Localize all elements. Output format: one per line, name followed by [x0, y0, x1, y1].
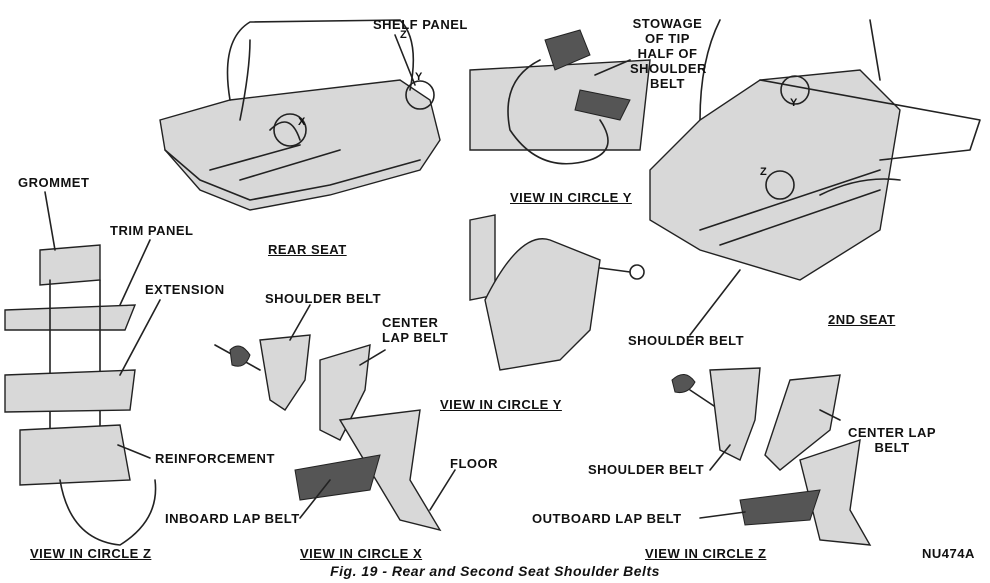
circle-z-left-illustration [4, 244, 157, 546]
label-stowage: STOWAGE OF TIP HALF OF SHOULDER BELT [630, 16, 707, 91]
leader-lines [44, 34, 841, 519]
label-extension: EXTENSION [145, 282, 225, 297]
label-grommet: GROMMET [18, 175, 90, 190]
label-line: OF TIP [645, 31, 690, 46]
label-inboard-lap-belt: INBOARD LAP BELT [165, 511, 300, 526]
label-view-circle-x: VIEW IN CIRCLE X [300, 546, 423, 561]
label-shoulder-belt-x: SHOULDER BELT [265, 291, 382, 306]
figure-caption: Fig. 19 - Rear and Second Seat Shoulder … [330, 563, 660, 579]
marker-z-2: Z [760, 166, 768, 178]
marker-z: Z [400, 29, 408, 41]
label-line: HALF OF [637, 46, 698, 61]
label-reinforcement: REINFORCEMENT [155, 451, 275, 466]
rear-seat-illustration [159, 19, 441, 211]
label-2nd-seat: 2ND SEAT [828, 312, 896, 327]
circle-z-right-illustration [671, 367, 872, 546]
marker-y-2: Y [415, 71, 423, 83]
label-shoulder-belt-z: SHOULDER BELT [588, 462, 705, 477]
label-center-lap-belt-z: CENTER LAP BELT [848, 425, 936, 455]
circle-y-top-illustration [469, 29, 651, 165]
label-trim-panel: TRIM PANEL [110, 223, 194, 238]
label-line: LAP BELT [382, 330, 449, 345]
label-center-lap-belt-x: CENTER LAP BELT [382, 315, 448, 345]
label-line: BELT [874, 440, 910, 455]
label-view-circle-y-top: VIEW IN CIRCLE Y [510, 190, 632, 205]
label-line: CENTER LAP [848, 425, 937, 440]
figure-code: NU474A [922, 546, 975, 561]
circle-y-mid-illustration [469, 214, 645, 371]
label-view-circle-z-right: VIEW IN CIRCLE Z [645, 546, 767, 561]
label-floor: FLOOR [450, 456, 498, 471]
circle-x-illustration [214, 334, 442, 532]
label-line: STOWAGE [632, 16, 703, 31]
label-line: CENTER [382, 315, 439, 330]
label-line: SHOULDER [630, 61, 707, 76]
marker-x: X [298, 116, 306, 128]
label-view-circle-z-left: VIEW IN CIRCLE Z [30, 546, 152, 561]
second-seat-illustration [649, 19, 981, 281]
label-outboard-lap-belt: OUTBOARD LAP BELT [532, 511, 682, 526]
label-shoulder-belt-2nd: SHOULDER BELT [628, 333, 745, 348]
label-rear-seat: REAR SEAT [268, 242, 347, 257]
marker-y: Y [790, 97, 798, 109]
label-view-circle-y-mid: VIEW IN CIRCLE Y [440, 397, 562, 412]
label-shelf-panel: SHELF PANEL [373, 17, 468, 32]
label-line: BELT [650, 76, 685, 91]
